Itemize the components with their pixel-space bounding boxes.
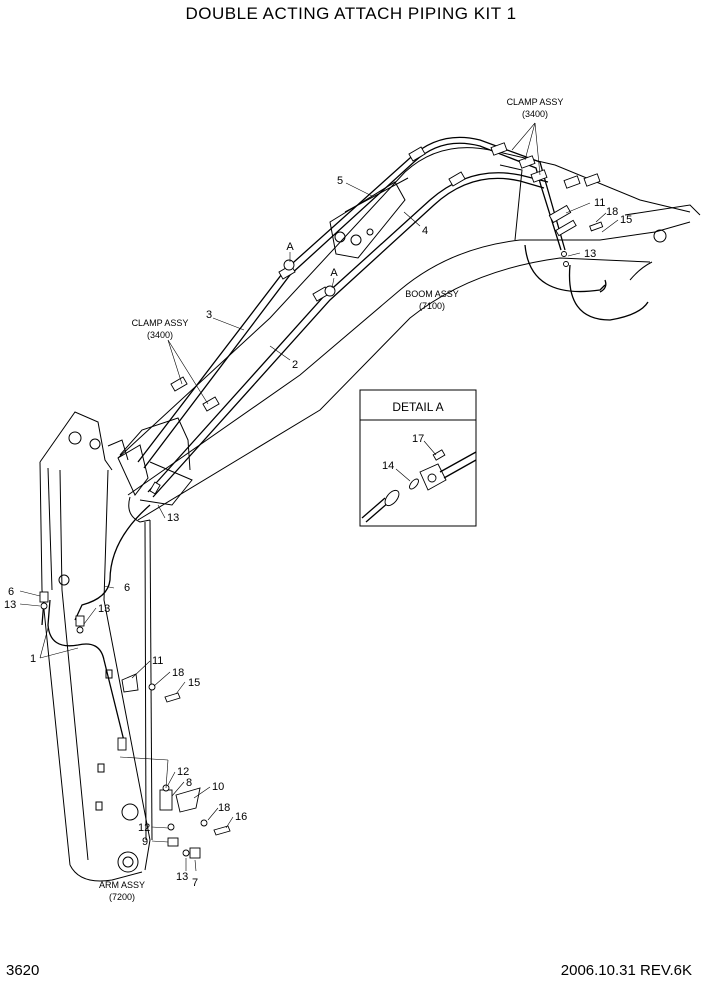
detail-callout-17: 17 xyxy=(412,433,424,445)
callout-6-hose: 6 xyxy=(124,582,130,594)
callout-3: 3 xyxy=(206,309,212,321)
detail-a-title: DETAIL A xyxy=(392,400,443,414)
page-number: 3620 xyxy=(6,962,40,979)
section-mark-a-upper: A xyxy=(286,241,294,253)
revision-date: 2006.10.31 REV.6K xyxy=(560,962,692,979)
clamp-assy-mid-label: CLAMP ASSY xyxy=(132,318,189,328)
callout-16: 16 xyxy=(235,811,247,823)
callout-11-arm: 11 xyxy=(152,655,163,667)
arm-assy-number: (7200) xyxy=(109,892,135,902)
assembly-labels: CLAMP ASSY (3400) CLAMP ASSY (3400) BOOM… xyxy=(99,97,563,902)
boom-assembly xyxy=(107,147,701,523)
arm-assy-label: ARM ASSY xyxy=(99,880,145,890)
callout-6-arm: 6 xyxy=(8,586,14,598)
page-title: DOUBLE ACTING ATTACH PIPING KIT 1 xyxy=(185,4,517,23)
clamp-assy-top-label: CLAMP ASSY xyxy=(507,97,564,107)
callout-15-top: 15 xyxy=(620,214,632,226)
callout-1: 1 xyxy=(30,653,36,665)
callout-13-bottom: 13 xyxy=(176,871,188,883)
callout-13-arm-mid: 13 xyxy=(98,603,110,615)
boom-assy-number: (7100) xyxy=(419,301,445,311)
part-callouts: 5 4 3 2 11 18 15 13 13 6 6 13 13 1 11 18… xyxy=(4,175,632,889)
section-mark-a-lower: A xyxy=(330,267,338,279)
detail-callout-14: 14 xyxy=(382,460,394,472)
boom-assy-label: BOOM ASSY xyxy=(405,289,459,299)
detail-a-box: DETAIL A 17 14 xyxy=(359,389,477,527)
callout-7: 7 xyxy=(192,877,198,889)
callout-13-boom-end: 13 xyxy=(584,248,596,260)
pipe-lines xyxy=(41,136,649,746)
callout-15-arm: 15 xyxy=(188,677,200,689)
callout-8: 8 xyxy=(186,777,192,789)
callout-10: 10 xyxy=(212,781,224,793)
callout-18-arm: 18 xyxy=(172,667,184,679)
clamps-and-fittings xyxy=(39,142,604,859)
callout-18-lower: 18 xyxy=(218,802,230,814)
callout-12-upper: 12 xyxy=(177,766,189,778)
callout-13-boom-foot: 13 xyxy=(167,512,179,524)
clamp-assy-mid-number: (3400) xyxy=(147,330,173,340)
callout-12-lower: 12 xyxy=(138,822,150,834)
callout-11-top: 11 xyxy=(594,197,605,209)
callout-13-arm-left: 13 xyxy=(4,599,16,611)
leader-lines xyxy=(19,122,619,872)
arm-assembly xyxy=(39,411,153,882)
callout-2: 2 xyxy=(292,359,298,371)
callout-9: 9 xyxy=(142,836,148,848)
callout-4: 4 xyxy=(422,225,428,237)
callout-5: 5 xyxy=(337,175,343,187)
clamp-assy-top-number: (3400) xyxy=(522,109,548,119)
callout-18-top: 18 xyxy=(606,206,618,218)
